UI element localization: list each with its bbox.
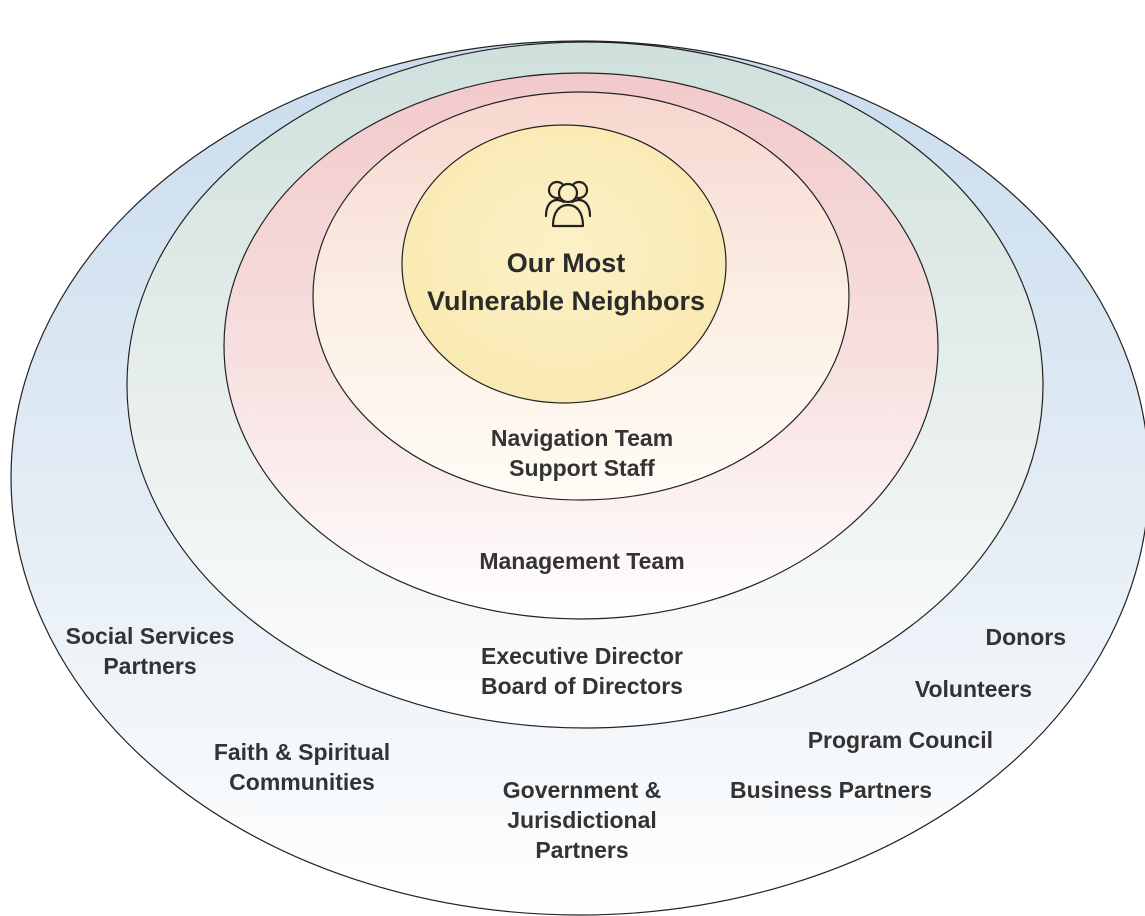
management-ring-label: Management Team [479,546,684,576]
faith-line2: Communities [229,769,375,795]
center-title: Our Most Vulnerable Neighbors [427,244,705,320]
government-line1: Government & [502,777,662,803]
government-partners-label: Government & Jurisdictional Partners [503,775,661,865]
social-services-line1: Social Services [65,623,235,649]
board-of-directors-label: Board of Directors [481,673,683,699]
center-title-line2: Vulnerable Neighbors [426,286,706,316]
government-line2: Jurisdictional [507,807,657,833]
faith-communities-label: Faith & Spiritual Communities [214,737,390,797]
volunteers-label: Volunteers [914,676,1032,702]
faith-line1: Faith & Spiritual [213,739,391,765]
people-group-icon [544,180,592,228]
donors-label: Donors [985,624,1067,650]
navigation-ring-label: Navigation Team Support Staff [491,423,673,483]
center-circle [401,124,727,404]
navigation-team-label: Navigation Team [490,425,674,451]
support-staff-label: Support Staff [509,455,655,481]
social-services-line2: Partners [103,653,197,679]
business-partners-label: Business Partners [730,777,932,803]
social-services-label: Social Services Partners [66,621,235,681]
center-title-line1: Our Most [506,248,626,278]
government-line3: Partners [535,837,629,863]
executive-director-label: Executive Director [481,643,683,669]
management-team-label: Management Team [479,548,685,574]
executive-ring-label: Executive Director Board of Directors [481,641,683,701]
program-council-label: Program Council [807,727,993,753]
